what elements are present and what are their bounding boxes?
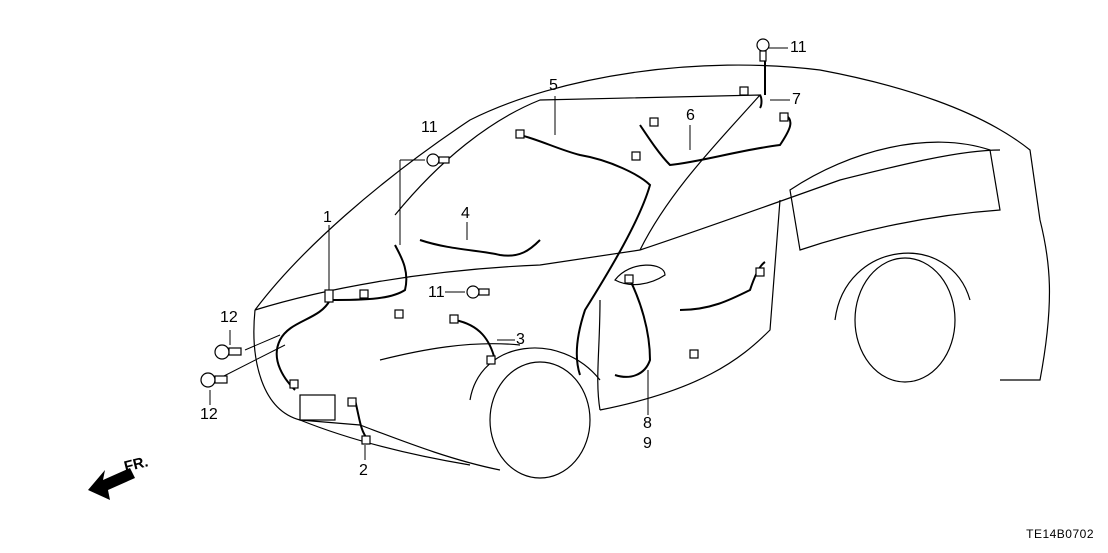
callout-9: 9 [643,435,652,452]
wire-harnesses [275,60,792,441]
callout-7: 7 [792,91,801,108]
callout-4: 4 [461,205,470,222]
callout-8: 8 [643,415,652,432]
direction-arrow-fr [88,468,135,500]
callout-1: 1 [323,209,332,226]
callout-11-hood: 11 [421,119,438,136]
callout-5: 5 [549,77,558,94]
callout-11-top: 11 [790,39,807,56]
callout-2: 2 [359,462,368,479]
car-body-outline [253,64,1051,479]
connectors [289,86,789,445]
callout-6: 6 [686,107,695,124]
callout-11-center: 11 [428,284,445,301]
bolts [200,38,770,388]
leader-lines [209,47,790,460]
callout-3: 3 [516,331,525,348]
diagram-part-code: TE14B0702 [1026,527,1094,541]
callout-12-lower: 12 [200,406,218,423]
callout-12-upper: 12 [220,309,238,326]
